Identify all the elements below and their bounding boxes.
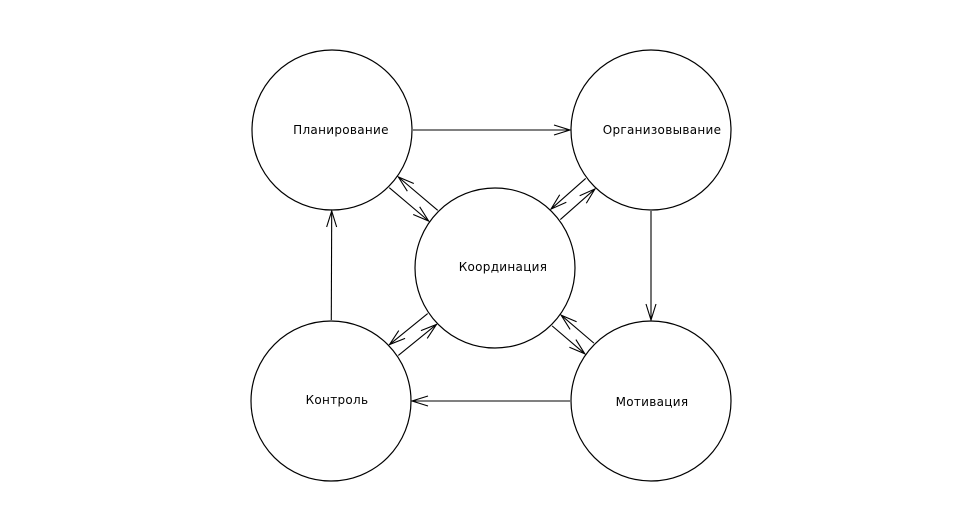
edge-motivation-to-control-arrowhead (410, 395, 429, 407)
edge-coordination-to-organizing (559, 188, 596, 220)
node-label-organizing: Организовывание (602, 123, 722, 137)
edge-coordination-to-motivation (551, 325, 586, 355)
edge-motivation-to-coordination-arrowhead (559, 314, 577, 330)
edge-planning-to-organizing-arrowhead (553, 124, 572, 136)
edge-coordination-to-control-arrowhead (388, 330, 406, 346)
edge-organizing-to-coordination-arrowhead (549, 194, 567, 211)
edge-coordination-to-motivation-arrowhead (569, 339, 587, 355)
edge-organizing-to-motivation-arrowhead (645, 303, 657, 322)
node-label-control: Контроль (305, 393, 369, 407)
edge-coordination-to-planning (397, 176, 439, 211)
edge-coordination-to-organizing-arrowhead (579, 187, 597, 204)
edge-planning-to-coordination (388, 187, 430, 222)
node-label-planning: Планирование (293, 123, 389, 137)
node-label-coordination: Координация (458, 260, 548, 274)
edge-organizing-to-coordination (550, 178, 587, 210)
node-circle-planning (251, 49, 413, 211)
edge-motivation-to-coordination (560, 314, 595, 344)
node-label-motivation: Мотивация (615, 395, 689, 409)
edge-coordination-to-control (389, 313, 429, 345)
node-circle-coordination (414, 187, 576, 349)
edge-planning-to-coordination-arrowhead (413, 206, 431, 223)
edge-coordination-to-planning-arrowhead (396, 175, 414, 192)
edge-control-to-coordination (397, 324, 437, 356)
edge-control-to-coordination-arrowhead (420, 323, 438, 339)
edge-control-to-planning-arrowhead (326, 209, 338, 228)
